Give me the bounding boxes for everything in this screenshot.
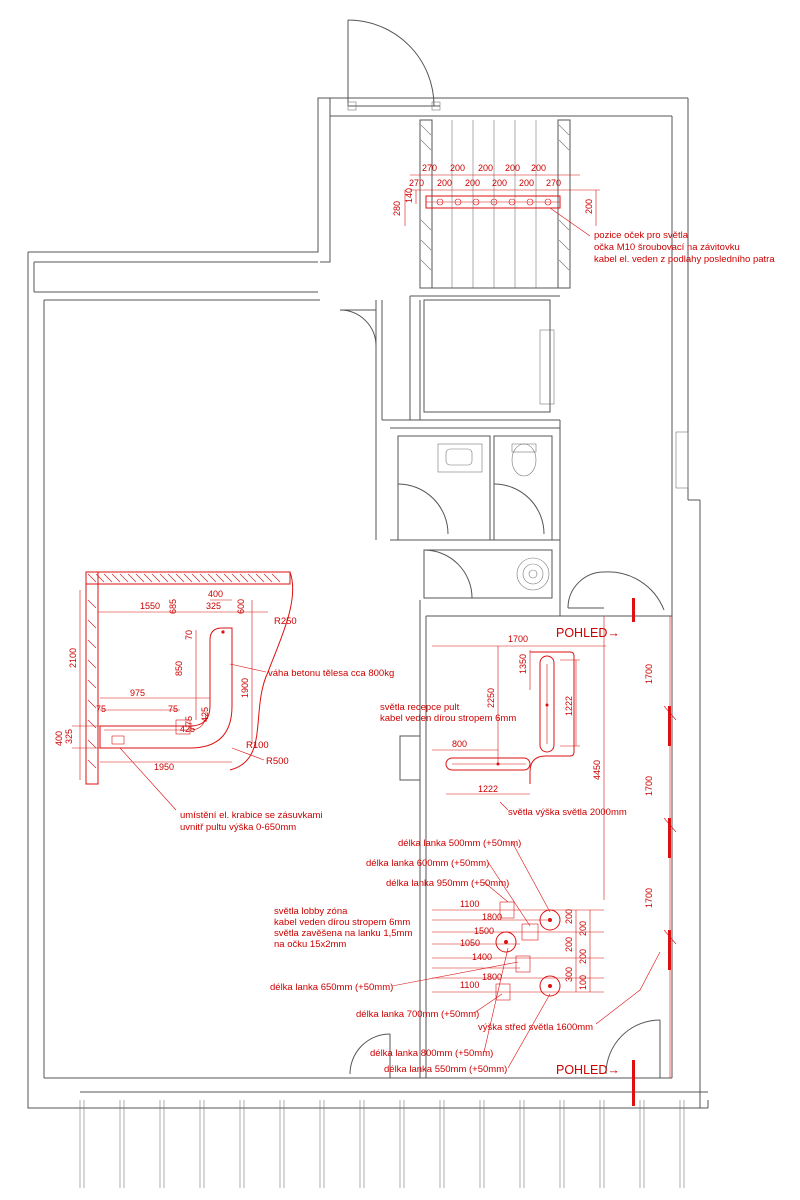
dim-200-b: 200 <box>578 921 588 936</box>
counter-walls <box>85 571 294 785</box>
dim-top-3: 200 <box>478 163 493 173</box>
dim-top-5: 200 <box>531 163 546 173</box>
dim-1050: 1050 <box>460 938 480 948</box>
dim-1700-rec: 1700 <box>508 634 528 644</box>
dim-1700-r3: 1700 <box>644 888 654 908</box>
reception-note-2: kabel veden dírou stropem 6mm <box>380 713 516 724</box>
dim-300: 300 <box>564 967 574 982</box>
hook-note-1: pozice oček pro světla <box>594 230 689 241</box>
dim-325v: 325 <box>64 729 74 744</box>
cable-550: délka lanka 550mm (+50mm) <box>384 1064 507 1075</box>
socket-note-2: uvnitř pultu výška 0-650mm <box>180 822 296 833</box>
view-label-top: POHLED→ <box>556 626 620 640</box>
dim-1800-a: 1800 <box>482 912 502 922</box>
dim-top-10: 200 <box>519 178 534 188</box>
socket-note-1: umístění el. krabice se zásuvkami <box>180 810 323 821</box>
dim-325: 325 <box>206 601 221 611</box>
dim-top-8: 200 <box>465 178 480 188</box>
dim-75v: 75 <box>184 716 194 726</box>
dim-1222-v: 1222 <box>564 696 574 716</box>
dim-100: 100 <box>578 975 588 990</box>
dim-top-4: 200 <box>505 163 520 173</box>
counter-body <box>99 627 233 749</box>
dim-400v: 400 <box>54 731 64 746</box>
dim-850: 850 <box>174 661 184 676</box>
facade-columns <box>79 1091 708 1188</box>
cable-650: délka lanka 650mm (+50mm) <box>270 982 393 993</box>
dim-top-6: 270 <box>409 178 424 188</box>
dim-425v: 425 <box>200 707 210 722</box>
lobby-note-2: kabel veden dírou stropem 6mm <box>274 917 410 928</box>
cable-800: délka lanka 800mm (+50mm) <box>370 1048 493 1059</box>
hook-note: pozice oček pro světla očka M10 šroubova… <box>594 230 775 265</box>
concrete-note: váha betonu tělesa cca 800kg <box>268 668 394 679</box>
lobby-lights: 1100 1800 1500 1050 1400 1800 1100 200 2… <box>432 899 604 1001</box>
dim-1800-b: 1800 <box>482 972 502 982</box>
lobby-note-4: na očku 15x2mm <box>274 939 346 950</box>
core-rooms <box>339 296 672 1078</box>
dim-685: 685 <box>168 599 178 614</box>
dim-1550: 1550 <box>140 601 160 611</box>
dim-left-140: 140 <box>404 188 414 203</box>
dim-75h-a: 75 <box>96 704 106 714</box>
dim-1700-r1: 1700 <box>644 664 654 684</box>
dim-70: 70 <box>184 630 194 640</box>
dim-top-2: 200 <box>450 163 465 173</box>
dim-top-1: 270 <box>422 163 437 173</box>
dim-2250: 2250 <box>486 688 496 708</box>
cable-length-labels: délka lanka 500mm (+50mm) délka lanka 60… <box>270 838 551 1075</box>
dim-75h-b: 75 <box>168 704 178 714</box>
dim-1500: 1500 <box>474 926 494 936</box>
dim-975: 975 <box>130 688 145 698</box>
lobby-note-3: světla zavěšena na lanku 1,5mm <box>274 928 412 939</box>
counter-notes: váha betonu tělesa cca 800kg umístění el… <box>180 663 394 833</box>
hook-note-3: kabel el. veden z podlahy posledního pat… <box>594 254 775 265</box>
dim-1100-a: 1100 <box>460 899 479 909</box>
hook-note-2: očka M10 šroubovací na závitovku <box>594 242 740 253</box>
hook-dims: 270 200 200 200 200 270 200 200 200 200 … <box>392 163 594 216</box>
dim-200-d: 200 <box>578 949 588 964</box>
building-walls <box>27 97 709 1109</box>
dim-1100-b: 1100 <box>460 980 479 990</box>
dim-1222-h: 1222 <box>478 784 498 794</box>
staircase <box>410 119 571 297</box>
dim-4450: 4450 <box>592 760 602 780</box>
dim-200-c: 200 <box>564 937 574 952</box>
view-label-bottom: POHLED→ <box>556 1063 620 1077</box>
dim-600: 600 <box>236 599 246 614</box>
dim-top-7: 200 <box>437 178 452 188</box>
dim-left-280: 280 <box>392 201 402 216</box>
reception-height-note: světla výška světla 2000mm <box>508 807 627 818</box>
radius-r500: R500 <box>266 756 289 767</box>
dim-1400: 1400 <box>472 952 492 962</box>
dim-2100: 2100 <box>68 648 78 668</box>
entrance-door <box>347 19 441 111</box>
dim-top-9: 200 <box>492 178 507 188</box>
dim-1900: 1900 <box>240 678 250 698</box>
center-height-note: výška střed světla 1600mm <box>478 1022 593 1033</box>
cable-500: délka lanka 500mm (+50mm) <box>398 838 521 849</box>
cable-700: délka lanka 700mm (+50mm) <box>356 1009 479 1020</box>
dim-1700-r2: 1700 <box>644 776 654 796</box>
radius-r250: R250 <box>274 616 297 627</box>
cable-600: délka lanka 600mm (+50mm) <box>366 858 489 869</box>
counter-dims: 1550 400 685 325 600 R250 R100 R500 2100… <box>54 589 297 811</box>
view-markers: POHLED→ POHLED→ 1700 1700 1700 <box>556 598 677 1106</box>
lobby-notes: světla lobby zóna kabel veden dírou stro… <box>274 906 661 1033</box>
dim-top-11: 270 <box>546 178 561 188</box>
dim-800: 800 <box>452 739 467 749</box>
reception-lights: 1700 1350 2250 1222 800 1222 4450 světla… <box>380 616 627 900</box>
lobby-note-1: světla lobby zóna <box>274 906 348 917</box>
reception-note-1: světla recepce pult <box>380 702 460 713</box>
cable-950: délka lanka 950mm (+50mm) <box>386 878 509 889</box>
dim-425h: 425 <box>180 724 195 734</box>
radius-r100: R100 <box>246 740 269 751</box>
dim-1350: 1350 <box>518 654 528 674</box>
dim-200-a: 200 <box>564 909 574 924</box>
dim-400: 400 <box>208 589 223 599</box>
dim-1950: 1950 <box>154 762 174 772</box>
dim-right-200: 200 <box>584 199 594 214</box>
hook-rail <box>404 174 600 237</box>
